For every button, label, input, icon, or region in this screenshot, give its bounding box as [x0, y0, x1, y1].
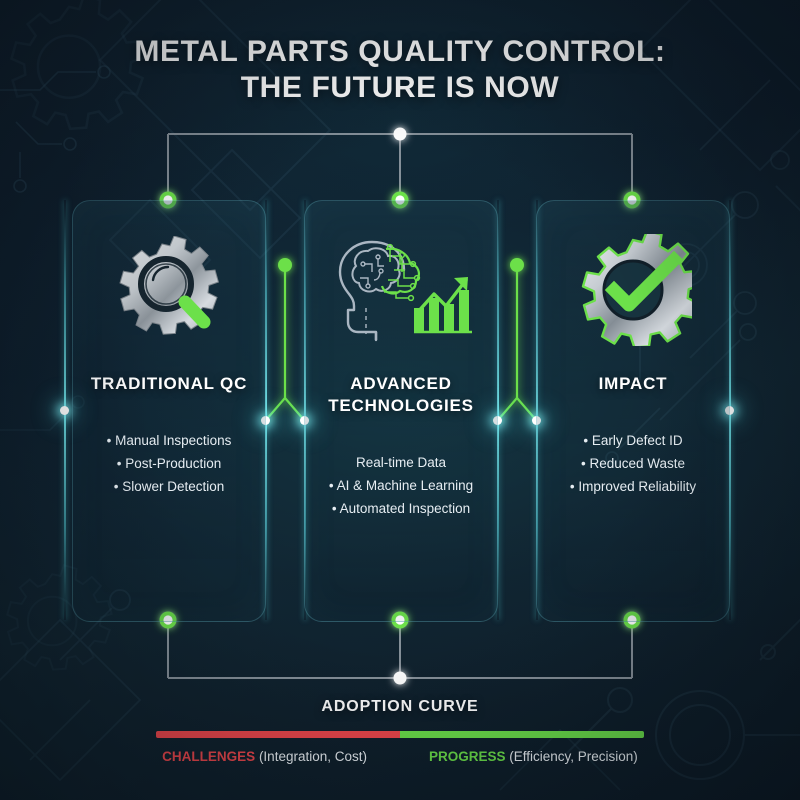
gear-magnifier-icon — [110, 235, 228, 345]
ai-brain-chart-icon — [330, 235, 472, 345]
top-bracket — [167, 133, 633, 200]
adoption-bar-challenges — [156, 731, 400, 738]
legend-item-challenges: CHALLENGES (Integration, Cost) — [162, 749, 367, 764]
bullet-text: Real-time Data — [355, 455, 447, 470]
legend-detail-challenges: (Integration, Cost) — [255, 749, 367, 764]
bullet-marker: • — [331, 501, 337, 516]
column-title-line-2: TECHNOLOGIES — [328, 396, 474, 415]
bullet-marker: • — [106, 433, 112, 448]
bullet-marker: • — [580, 456, 586, 471]
bullet-list-traditional-qc: • Manual Inspections • Post-Production •… — [73, 429, 265, 498]
title-line-2: THE FUTURE IS NOW — [240, 71, 560, 104]
column-advanced-technologies[interactable]: ADVANCED TECHNOLOGIES Real-time Data • A… — [304, 200, 498, 622]
list-item: • Post-Production — [73, 452, 265, 475]
legend-item-progress: PROGRESS (Efficiency, Precision) — [429, 749, 638, 764]
bullet-marker: • — [583, 433, 589, 448]
adoption-legend: CHALLENGES (Integration, Cost) PROGRESS … — [0, 749, 800, 764]
list-item: • Early Defect ID — [537, 429, 729, 452]
bullet-marker: • — [113, 479, 119, 494]
bullet-text: AI & Machine Learning — [336, 478, 474, 493]
list-item: • AI & Machine Learning — [305, 474, 497, 497]
column-title-line-1: ADVANCED — [350, 374, 452, 393]
bullet-marker: • — [328, 478, 334, 493]
bullet-text: Manual Inspections — [115, 433, 232, 448]
bottom-bracket — [167, 620, 633, 679]
top-center-node — [393, 127, 407, 141]
legend-detail-progress: (Efficiency, Precision) — [505, 749, 638, 764]
list-item: • Improved Reliability — [537, 475, 729, 498]
list-item: • Slower Detection — [73, 475, 265, 498]
bullet-list-impact: • Early Defect ID • Reduced Waste • Impr… — [537, 429, 729, 498]
title-line-1: METAL PARTS QUALITY CONTROL: — [134, 35, 666, 68]
column-title-impact: IMPACT — [598, 374, 668, 393]
legend-key-progress: PROGRESS — [428, 749, 506, 764]
list-item: • Reduced Waste — [537, 452, 729, 475]
bullet-text: Slower Detection — [122, 479, 225, 494]
column-impact[interactable]: IMPACT • Early Defect ID • Reduced Waste… — [536, 200, 730, 622]
column-title-advanced-technologies: ADVANCED TECHNOLOGIES — [328, 373, 474, 417]
column-title-traditional-qc: TRADITIONAL QC — [90, 374, 248, 393]
bullet-list-advanced-technologies: Real-time Data • AI & Machine Learning •… — [305, 451, 497, 520]
bullet-text: Reduced Waste — [589, 456, 686, 471]
list-item: • Manual Inspections — [73, 429, 265, 452]
list-item: • Automated Inspection — [305, 497, 497, 520]
bullet-marker: • — [116, 456, 122, 471]
columns-container: TRADITIONAL QC • Manual Inspections • Po… — [0, 200, 800, 622]
adoption-bar — [156, 731, 644, 738]
bullet-text: Early Defect ID — [591, 433, 683, 448]
legend-key-challenges: CHALLENGES — [162, 749, 256, 764]
list-item: Real-time Data — [305, 451, 497, 474]
adoption-bar-progress — [400, 731, 644, 738]
bullet-text: Automated Inspection — [339, 501, 471, 516]
page-title: METAL PARTS QUALITY CONTROL: THE FUTURE … — [0, 34, 800, 106]
column-traditional-qc[interactable]: TRADITIONAL QC • Manual Inspections • Po… — [72, 200, 266, 622]
adoption-curve-section: ADOPTION CURVE CHALLENGES (Integration, … — [0, 698, 800, 764]
bullet-text: Post-Production — [125, 456, 222, 471]
adoption-curve-title: ADOPTION CURVE — [321, 698, 479, 715]
gear-checkmark-icon — [574, 234, 692, 346]
bullet-text: Improved Reliability — [578, 479, 697, 494]
bullet-marker: • — [569, 479, 575, 494]
bottom-center-node — [393, 671, 407, 685]
